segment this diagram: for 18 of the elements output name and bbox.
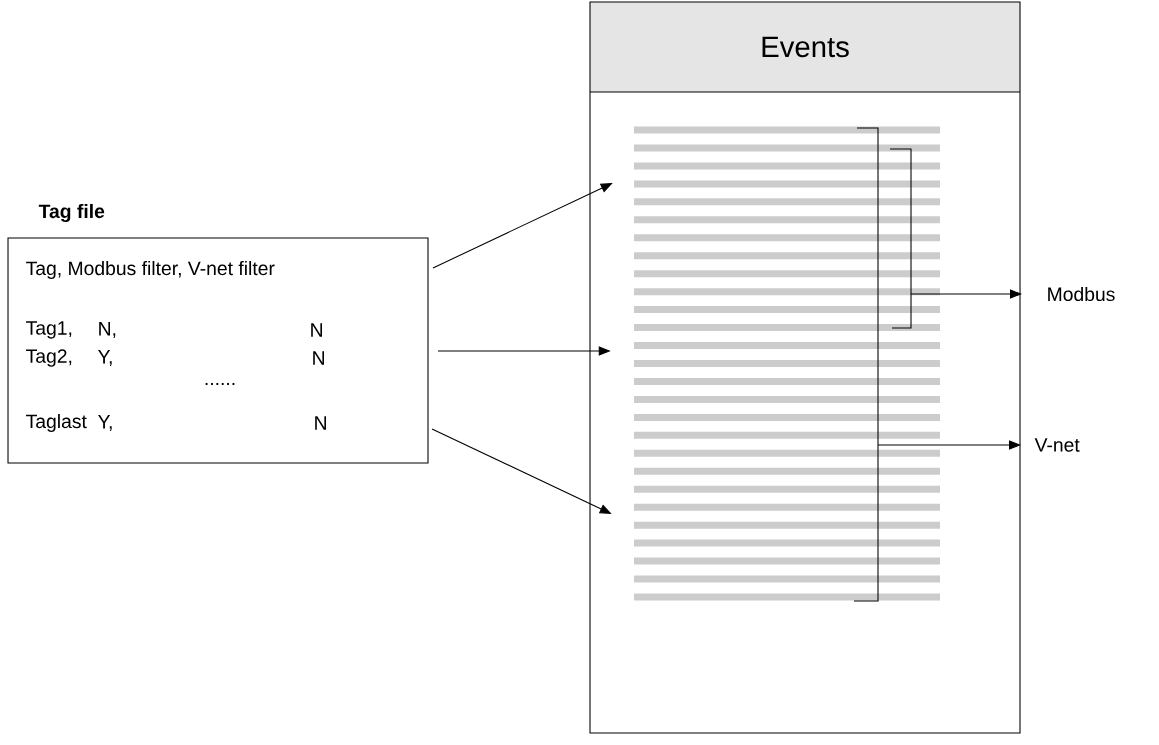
output-label: V-net [1034,438,1080,452]
arrow [877,440,1021,450]
filter-value: N [313,351,324,365]
filter-value: N [315,416,326,430]
arrow [910,289,1022,299]
panel-title: Events [762,36,849,58]
filter-value: Y, [98,415,112,431]
file-heading: Tag file [38,203,105,223]
filter-value: N, [99,322,116,338]
tag-name: Tag1, [26,321,72,339]
filter-value: Y, [98,350,112,366]
ellipsis: ...... [205,382,235,386]
event-lines-drawing [634,126,940,601]
filter-value: N [311,323,322,337]
tag-name: Taglast [26,414,87,432]
column-header: Tag, Modbus filter, V-net filter [26,261,275,279]
output-label: Modbus [1048,286,1115,302]
tag-name: Tag2, [26,349,72,367]
